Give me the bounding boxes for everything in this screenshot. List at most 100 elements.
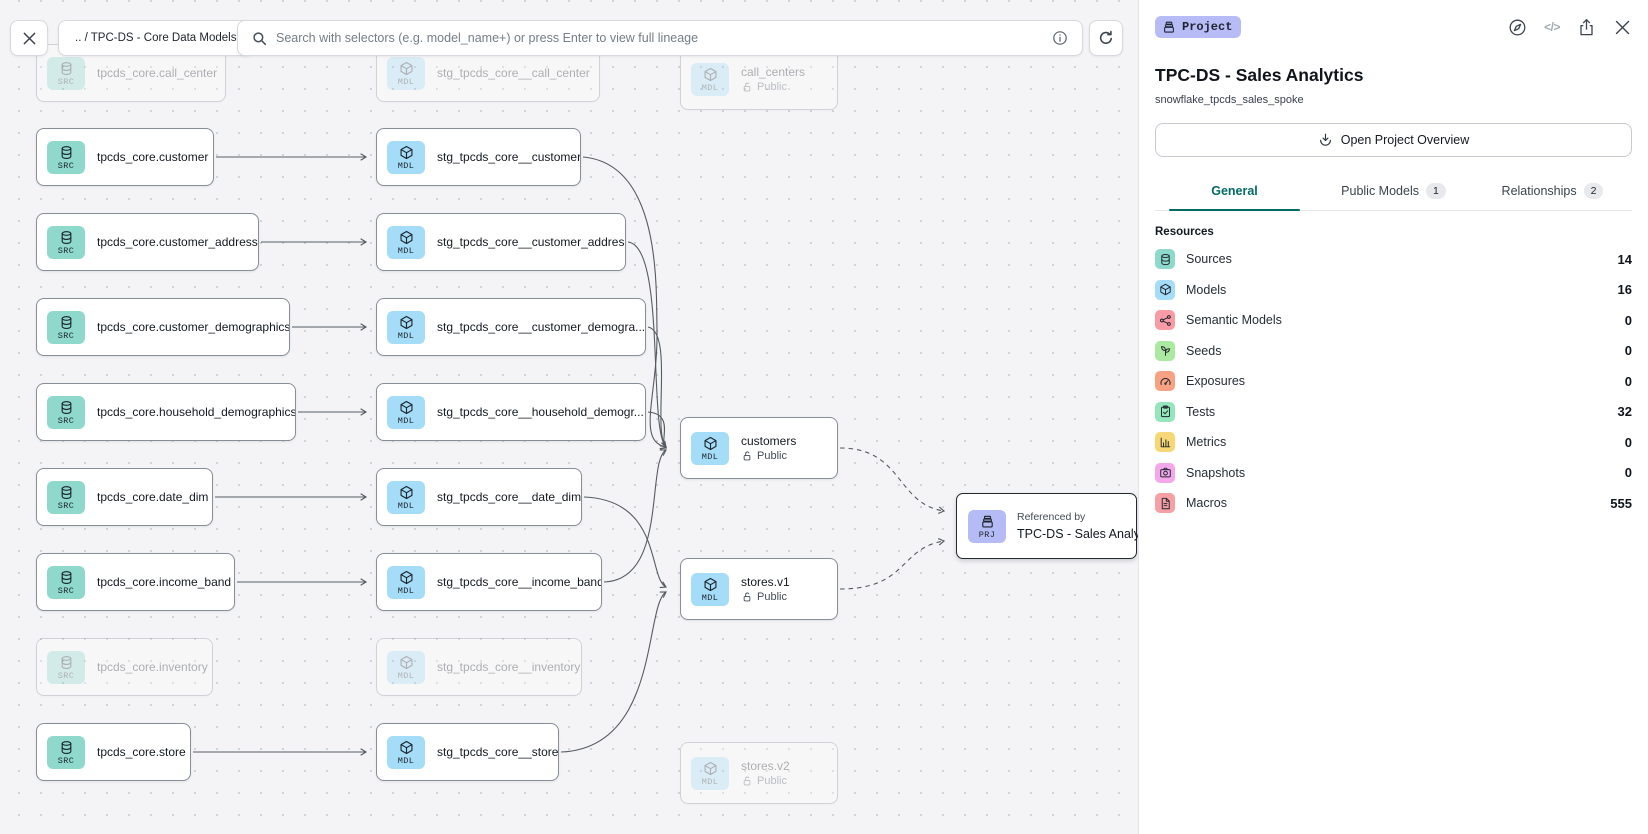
node-label: stg_tpcds_core__store (437, 745, 559, 759)
source-node[interactable]: SRC tpcds_core.income_band (36, 553, 235, 611)
mdl-badge: MDL (691, 572, 729, 606)
breadcrumb[interactable]: .. / TPC-DS - Core Data Models (58, 20, 254, 56)
mdl-badge: MDL (387, 56, 425, 90)
mdl-badge: MDL (387, 225, 425, 259)
node-label: tpcds_core.inventory (97, 660, 208, 674)
resource-label: Semantic Models (1186, 313, 1282, 328)
resource-count: 0 (1624, 343, 1632, 359)
cube-icon (399, 145, 414, 160)
refresh-lineage-button[interactable] (1089, 20, 1123, 56)
info-icon[interactable] (1052, 30, 1068, 46)
resources-heading: Resources (1155, 226, 1214, 238)
referenced-project-title: TPC-DS - Sales Analytics (1017, 527, 1159, 541)
tab-public-models-count: 1 (1425, 183, 1446, 199)
node-visibility: Public (741, 775, 790, 787)
tab-public-models[interactable]: Public Models 1 (1314, 177, 1473, 210)
database-icon (59, 145, 74, 160)
project-details-panel: Project </> TPC-DS - Sales Analytics sno… (1138, 0, 1648, 834)
archive-box-icon (1162, 20, 1176, 34)
resource-row[interactable]: Semantic Models 0 (1155, 305, 1632, 336)
node-label: tpcds_core.call_center (97, 66, 218, 80)
src-badge: SRC (47, 565, 85, 599)
cube-icon (399, 655, 414, 670)
tab-relationships[interactable]: Relationships 2 (1473, 177, 1632, 210)
node-label: tpcds_core.income_band (97, 575, 232, 589)
mdl-badge: MDL (691, 62, 729, 96)
resource-row[interactable]: Exposures 0 (1155, 366, 1632, 397)
code-icon[interactable]: </> (1544, 20, 1560, 34)
resource-count: 555 (1610, 495, 1632, 511)
resource-row[interactable]: Metrics 0 (1155, 427, 1632, 458)
close-icon (22, 31, 37, 46)
resource-row[interactable]: Tests 32 (1155, 397, 1632, 428)
resource-count: 14 (1617, 251, 1632, 267)
node-visibility: Public (741, 450, 796, 462)
resource-count: 0 (1624, 434, 1632, 450)
database-icon (59, 61, 74, 76)
resource-row[interactable]: Sources 14 (1155, 244, 1632, 275)
database-icon (59, 485, 74, 500)
resource-count: 0 (1624, 373, 1632, 389)
project-reference-node[interactable]: PRJ Referenced by TPC-DS - Sales Analyti… (956, 493, 1159, 559)
breadcrumb-label: .. / TPC-DS - Core Data Models (75, 32, 237, 44)
mdl-badge: MDL (387, 395, 425, 429)
resource-label: Models (1186, 282, 1227, 297)
lineage-search[interactable] (237, 20, 1083, 56)
project-badge-label: PRJ (978, 529, 996, 540)
resource-count: 0 (1624, 312, 1632, 328)
archive-box-icon (980, 514, 995, 529)
share-icon[interactable] (1577, 18, 1596, 37)
cube-icon (1155, 279, 1175, 300)
mdl-badge: MDL (691, 431, 729, 465)
resource-row[interactable]: Macros 555 (1155, 488, 1632, 519)
node-label: stg_tpcds_core__call_center (437, 66, 590, 80)
src-badge: SRC (47, 735, 85, 769)
search-input[interactable] (276, 31, 1043, 45)
src-badge: SRC (47, 395, 85, 429)
mdl-badge: MDL (387, 480, 425, 514)
database-icon (59, 315, 74, 330)
src-badge: SRC (47, 225, 85, 259)
resource-row[interactable]: Seeds 0 (1155, 336, 1632, 367)
bar-chart-icon (1155, 432, 1175, 453)
referenced-by-label: Referenced by (1017, 511, 1086, 523)
node-label: stg_tpcds_core__income_band (437, 575, 602, 589)
search-icon (252, 31, 267, 46)
src-badge: SRC (47, 56, 85, 90)
close-panel-icon[interactable] (1613, 18, 1632, 37)
explore-compass-icon[interactable] (1508, 18, 1527, 37)
cube-icon (703, 761, 718, 776)
refresh-icon (1098, 30, 1114, 46)
node-label: tpcds_core.date_dim (97, 490, 209, 504)
resource-count: 0 (1624, 465, 1632, 481)
cube-icon (399, 230, 414, 245)
cube-icon (399, 61, 414, 76)
tab-general[interactable]: General (1155, 177, 1314, 211)
project-type-badge: Project (1155, 16, 1242, 38)
open-project-overview-button[interactable]: Open Project Overview (1155, 123, 1632, 157)
resource-row[interactable]: Snapshots 0 (1155, 458, 1632, 489)
resource-row[interactable]: Models 16 (1155, 275, 1632, 306)
close-lineage-button[interactable] (10, 20, 48, 56)
project-badge: PRJ (968, 509, 1006, 543)
